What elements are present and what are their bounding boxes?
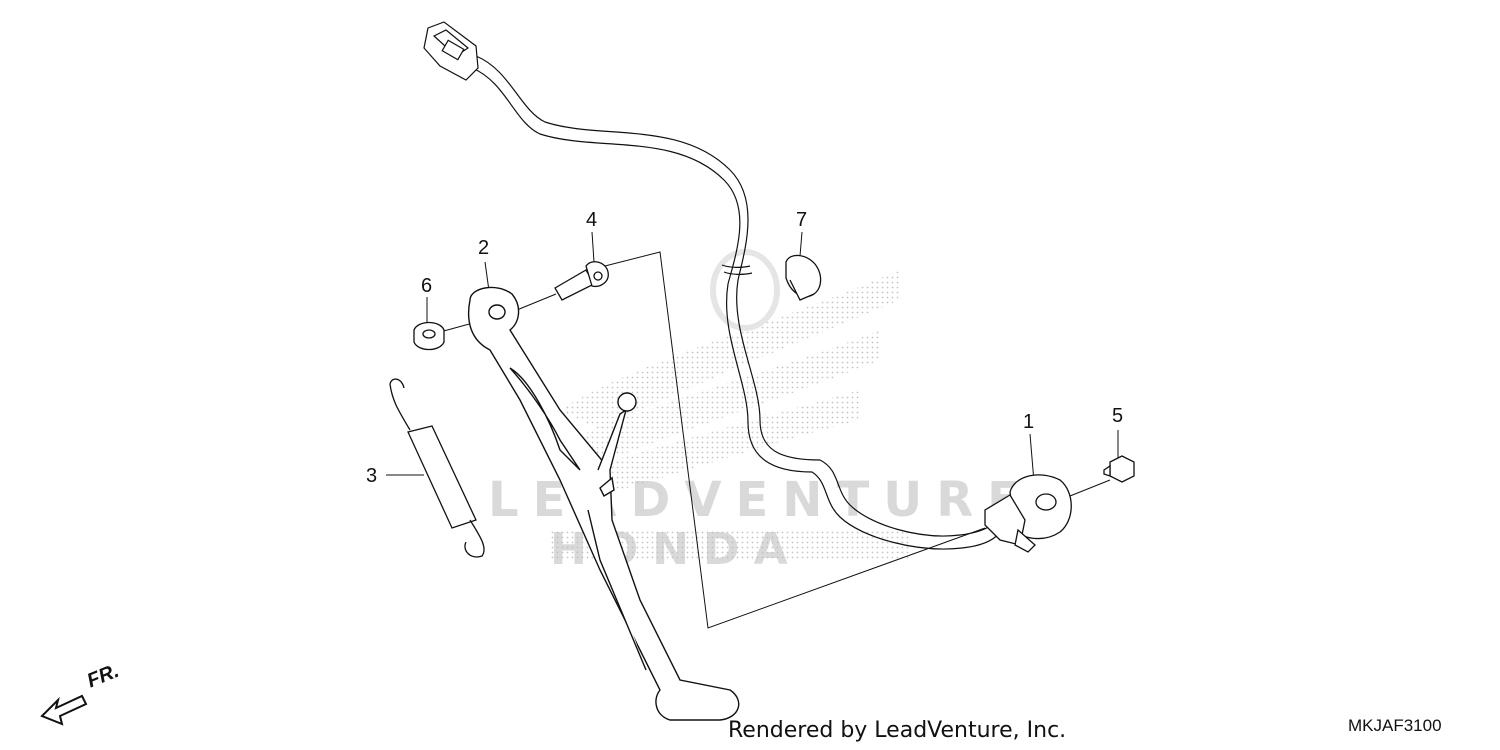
spring [389, 378, 485, 558]
callout-7: 7 [796, 209, 808, 231]
render-credit: Rendered by LeadVenture, Inc. [728, 718, 1067, 743]
side-stand-switch [984, 474, 1072, 553]
nut [413, 321, 445, 351]
leader-lines [386, 231, 1119, 629]
callout-4: 4 [586, 209, 598, 231]
switch-wire-harness [471, 55, 1005, 550]
harness-clip [785, 254, 822, 301]
front-direction-arrow-icon [40, 694, 88, 726]
callout-1: 1 [1023, 411, 1035, 433]
callout-3: 3 [366, 465, 378, 487]
diagram-code: MKJAF3100 [1348, 716, 1442, 735]
flange-bolt [1103, 455, 1135, 483]
callout-5: 5 [1112, 405, 1124, 427]
side-stand [467, 286, 740, 721]
pivot-bolt [554, 261, 609, 301]
callout-6: 6 [421, 275, 433, 297]
harness-connector [423, 21, 479, 81]
callout-2: 2 [478, 237, 490, 259]
